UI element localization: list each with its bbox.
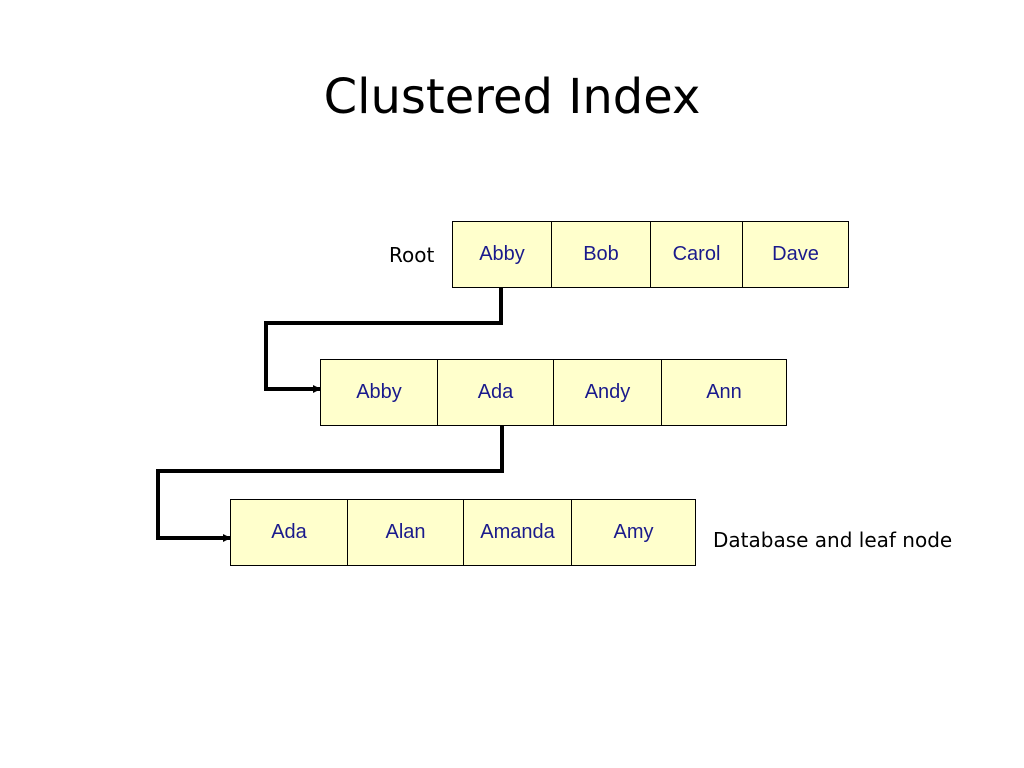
leaf-node-cell: Amanda [464, 500, 572, 565]
root-node-cell: Abby [453, 222, 552, 287]
root-node-cell: Dave [772, 243, 819, 265]
leaf-label: Database and leaf node [713, 528, 953, 552]
root-node-cell: Carol [651, 222, 743, 287]
intermediate-node-cell: Ada [438, 360, 554, 425]
intermediate-node-cell: Ann [706, 381, 742, 403]
intermediate-node: Abby Ada Andy Ann [320, 359, 787, 426]
leaf-node-cell: Alan [348, 500, 464, 565]
leaf-node: Ada Alan Amanda Amy [230, 499, 696, 566]
root-label: Root [389, 243, 435, 267]
slide-title: Clustered Index [323, 69, 701, 125]
root-node: Abby Bob Carol Dave [452, 221, 849, 288]
intermediate-node-cell: Abby [321, 360, 438, 425]
leaf-node-cell: Ada [231, 500, 348, 565]
leaf-node-cell: Amy [613, 521, 654, 543]
root-node-cell: Bob [552, 222, 651, 287]
intermediate-node-cell: Andy [554, 360, 662, 425]
